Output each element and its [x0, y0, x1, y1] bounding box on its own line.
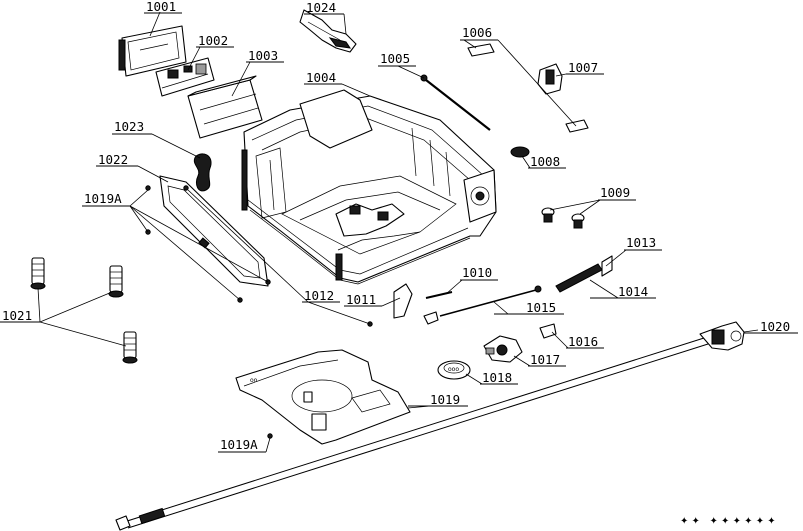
label-1010: 1010 — [462, 265, 492, 280]
part-1021-feet — [30, 257, 138, 364]
part-1015-link-rod — [439, 285, 542, 317]
label-1012: 1012 — [304, 288, 334, 303]
part-1008-seal — [510, 146, 530, 158]
leader-lines — [37, 11, 759, 453]
label-1019A: 1019A — [84, 191, 122, 206]
part-1024-bracket — [299, 9, 357, 53]
part-1002-pcb — [155, 57, 215, 97]
part-1009-feet — [541, 207, 585, 229]
label-1002: 1002 — [198, 33, 228, 48]
label-1019A-lower: 1019A — [220, 437, 258, 452]
part-1001-control-board — [118, 25, 187, 77]
part-1014-threaded-rod — [555, 263, 603, 293]
part-1003-module-box — [187, 75, 263, 139]
part-1010-pin — [425, 291, 453, 299]
label-1021: 1021 — [2, 308, 32, 323]
part-1004-chassis — [241, 89, 497, 285]
label-1003: 1003 — [248, 48, 278, 63]
label-1005: 1005 — [380, 51, 410, 66]
label-1007: 1007 — [568, 60, 598, 75]
label-1013: 1013 — [626, 235, 656, 250]
label-1004: 1004 — [306, 70, 336, 85]
part-1011-arm — [393, 283, 439, 325]
label-1015: 1015 — [526, 300, 556, 315]
part-1020-hose — [115, 321, 745, 531]
part-1023-cable-bundle — [193, 153, 212, 192]
label-1014: 1014 — [618, 284, 648, 299]
part-1016-clip — [539, 323, 557, 339]
label-1019: 1019 — [430, 392, 460, 407]
label-1016: 1016 — [568, 334, 598, 349]
label-1023: 1023 — [114, 119, 144, 134]
svg-text:ooo: ooo — [448, 366, 459, 373]
label-1008: 1008 — [530, 154, 560, 169]
label-1018: 1018 — [482, 370, 512, 385]
part-1013-plate — [601, 255, 613, 277]
label-1009: 1009 — [600, 185, 630, 200]
label-1006: 1006 — [462, 25, 492, 40]
part-1006-clip — [467, 43, 495, 57]
part-1019-base-plate: oo — [235, 349, 411, 445]
label-1022: 1022 — [98, 152, 128, 167]
part-1017-pump — [483, 335, 523, 363]
label-1001: 1001 — [146, 0, 176, 14]
decorative-marks: ✦ ✦ ✦ ✦ ✦ ✦ ✦ ✦ — [680, 516, 776, 527]
svg-text:oo: oo — [250, 377, 258, 384]
label-1011: 1011 — [346, 292, 376, 307]
part-1018-cap: ooo — [437, 360, 471, 380]
part-1022-side-panel — [159, 175, 269, 287]
part-labels: 1001 1002 1003 1004 1005 1006 1007 1008 … — [0, 0, 798, 453]
label-1020: 1020 — [760, 319, 790, 334]
label-1017: 1017 — [530, 352, 560, 367]
part-1007-valve — [537, 63, 589, 133]
svg-text:✦ ✦ ✦ ✦ ✦ ✦ ✦ ✦: ✦ ✦ ✦ ✦ ✦ ✦ ✦ ✦ — [680, 516, 776, 527]
label-1024: 1024 — [306, 0, 336, 15]
